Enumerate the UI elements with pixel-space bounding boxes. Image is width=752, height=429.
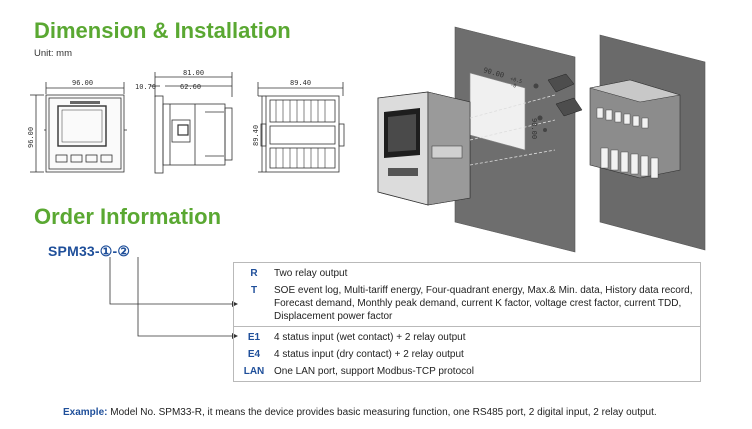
option-code: E4 <box>247 349 261 360</box>
side-total-label: 81.00 <box>183 69 204 77</box>
cutout-tolerance-label: +0.5 <box>509 76 522 85</box>
option-group-1: R Two relay output T SOE event log, Mult… <box>234 263 700 326</box>
option-desc: SOE event log, Multi-tariff energy, Four… <box>274 285 693 322</box>
example-note: Example: Model No. SPM33-R, it means the… <box>63 407 657 418</box>
unit-label: Unit: mm <box>34 48 72 59</box>
option-desc: Two relay output <box>274 268 348 279</box>
option-row: T SOE event log, Multi-tariff energy, Fo… <box>234 284 700 323</box>
order-connector-lines <box>109 257 232 337</box>
side-bezel-label: 10.70 <box>135 83 156 91</box>
front-height-label: 96.00 <box>27 127 35 148</box>
option-row: R Two relay output <box>234 267 700 280</box>
model-separator: - <box>112 243 118 259</box>
installation-drawing <box>377 26 706 253</box>
example-text: Model No. SPM33-R, it means the device p… <box>107 407 657 418</box>
option-code: LAN <box>243 366 265 377</box>
side-view-drawing <box>150 72 233 174</box>
option-code: T <box>250 285 258 296</box>
dimension-title: Dimension & Installation <box>34 18 291 43</box>
cutout-tolerance-minus-label: -0 <box>509 82 516 89</box>
model-number: SPM33-①-② <box>48 243 130 260</box>
side-body-label: 62.60 <box>180 83 201 91</box>
option-row: LAN One LAN port, support Modbus-TCP pro… <box>234 365 700 378</box>
front-view-drawing <box>30 82 127 173</box>
option-desc: 4 status input (wet contact) + 2 relay o… <box>274 332 466 343</box>
option-code: R <box>250 268 258 279</box>
cutout-height-label: 90.00 <box>530 118 538 139</box>
front-width-label: 96.00 <box>72 79 93 87</box>
option-desc: One LAN port, support Modbus-TCP protoco… <box>274 366 474 377</box>
option-1-marker: ① <box>99 243 113 259</box>
option-desc: 4 status input (dry contact) + 2 relay o… <box>274 349 464 360</box>
model-prefix: SPM33- <box>48 243 100 259</box>
order-title: Order Information <box>34 204 222 229</box>
back-width-label: 89.40 <box>290 79 311 87</box>
order-options-table: R Two relay output T SOE event log, Mult… <box>233 262 701 382</box>
example-label: Example: <box>63 407 108 418</box>
option-code: E1 <box>247 332 261 343</box>
option-2-marker: ② <box>117 243 131 259</box>
back-height-label: 89.40 <box>252 125 260 146</box>
option-group-2: E1 4 status input (wet contact) + 2 rela… <box>234 326 700 381</box>
option-row: E4 4 status input (dry contact) + 2 rela… <box>234 348 700 361</box>
back-view-drawing <box>257 82 345 173</box>
option-row: E1 4 status input (wet contact) + 2 rela… <box>234 331 700 344</box>
